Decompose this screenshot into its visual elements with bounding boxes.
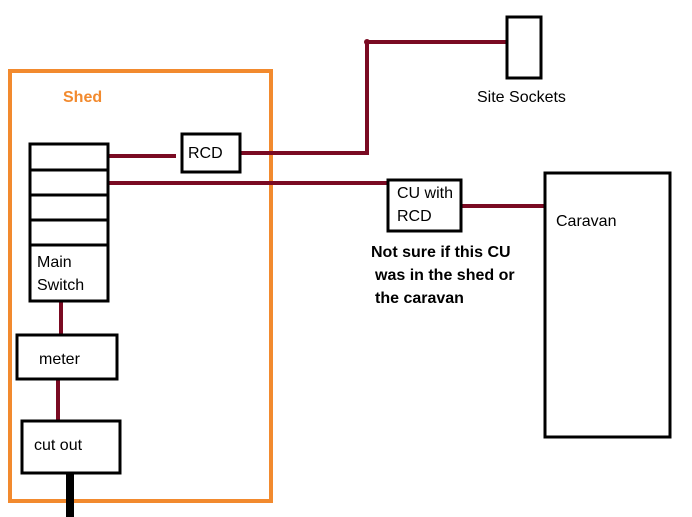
caravan-label: Caravan (556, 213, 617, 230)
cut-out-box (20, 419, 122, 475)
note-line-2: was in the shed or (375, 267, 515, 284)
caravan-box (543, 171, 672, 439)
meter-box (15, 333, 119, 381)
note-line-3: the caravan (375, 290, 464, 307)
main-switch-label-line2: Switch (37, 277, 85, 294)
wire-rcd-to-site-sockets (240, 40, 506, 155)
main-switch-label-line1: Main (37, 254, 72, 271)
rcd-box (180, 132, 242, 174)
rcd-label: RCD (188, 145, 223, 162)
cu-with-rcd-label-line2: RCD (397, 208, 432, 225)
wire-junction-dot (364, 39, 370, 45)
cu-with-rcd-label-line1: CU with (397, 185, 454, 202)
note-line-1: Not sure if this CU (371, 244, 511, 261)
cut-out-label: cut out (34, 437, 83, 454)
meter-label: meter (39, 351, 80, 368)
site-sockets-label: Site Sockets (477, 89, 566, 106)
shed-boundary (8, 69, 273, 503)
wires (56, 40, 545, 420)
shed-label: Shed (63, 89, 103, 106)
cu-with-rcd-box (386, 178, 463, 233)
site-sockets-box (505, 15, 543, 80)
